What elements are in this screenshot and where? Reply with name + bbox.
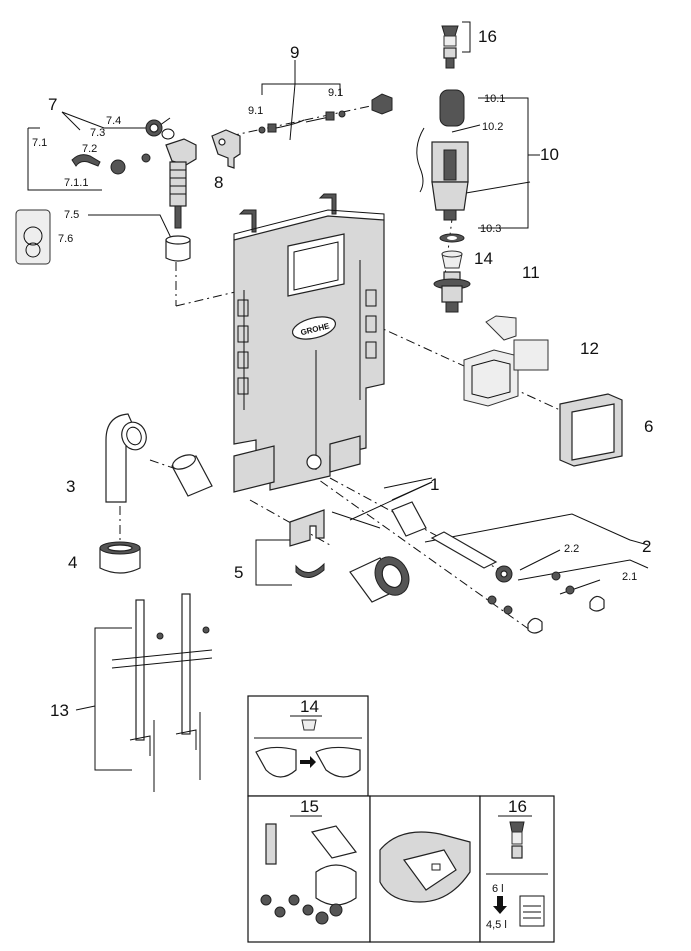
part-9-angle-valve <box>371 93 393 115</box>
label-9: 9 <box>290 43 299 62</box>
label-13: 13 <box>50 701 69 720</box>
label-7-1: 7.1 <box>32 137 47 149</box>
part-11-valve-seat <box>433 271 471 313</box>
label-7-3: 7.3 <box>90 127 105 139</box>
part-16-valve-insert <box>441 25 459 69</box>
label-3: 3 <box>66 477 75 496</box>
label-5: 5 <box>234 563 243 582</box>
label-4: 4 <box>68 553 77 572</box>
label-2: 2 <box>642 537 651 556</box>
part-14-reducer <box>441 250 463 269</box>
label-8: 8 <box>214 173 223 192</box>
label-9-1a: 9.1 <box>248 105 263 117</box>
part-7-valve-stem <box>169 161 187 207</box>
pipe-sleeve <box>171 454 213 497</box>
label-6: 6 <box>644 417 653 436</box>
inset-level-4-5l: 4,5 l <box>486 919 507 931</box>
part-10-flush-valve <box>416 89 469 243</box>
frame-flush-opening <box>287 233 345 297</box>
label-7-5: 7.5 <box>64 209 79 221</box>
label-9-1b: 9.1 <box>328 87 343 99</box>
label-7: 7 <box>48 95 57 114</box>
part-10-2-cable <box>416 127 425 193</box>
inset-wc-after <box>315 746 361 778</box>
part-3-bend <box>105 413 147 503</box>
inset-down-arrow <box>493 896 507 914</box>
part-10-1-float <box>439 89 465 127</box>
label-10-2: 10.2 <box>482 121 503 133</box>
inset-level-6l: 6 l <box>492 883 504 895</box>
inset-label-16: 16 <box>508 797 527 816</box>
inset-cistern-icon <box>519 895 545 927</box>
label-2-2: 2.2 <box>564 543 579 555</box>
inset-label-14: 14 <box>300 697 319 716</box>
label-1: 1 <box>430 475 439 494</box>
label-12: 12 <box>580 339 599 358</box>
part-7-6-spare-pack <box>15 209 51 265</box>
part-13-floor-brackets <box>111 593 213 792</box>
label-7-6: 7.6 <box>58 233 73 245</box>
callout-labels: 7 7.4 7.1 7.3 7.2 7.1.1 7.5 7.6 8 9 9.1 … <box>32 27 653 720</box>
wc-connector-large <box>349 556 410 603</box>
part-7-5-float-cup <box>165 239 191 262</box>
inset-label-15: 15 <box>300 797 319 816</box>
part-7-2-nut <box>110 159 126 175</box>
label-16: 16 <box>478 27 497 46</box>
inset-arrow <box>300 756 316 768</box>
frame-logo-badge <box>291 316 337 340</box>
part-7-valve-body <box>165 138 197 166</box>
part-7-fill-valve-group <box>15 119 197 265</box>
label-7-4: 7.4 <box>106 115 121 127</box>
inset-panel: 14 15 16 6 l 4,5 l <box>247 695 555 943</box>
label-10-3: 10.3 <box>480 223 501 235</box>
part-9-hose <box>258 93 393 134</box>
part-7-1-1-hook <box>71 154 101 167</box>
part-4-connector <box>99 541 141 574</box>
part-2-pipe-set <box>430 531 605 634</box>
part-12-actuator-mount <box>463 315 549 407</box>
label-10: 10 <box>540 145 559 164</box>
part-6-cover-box <box>559 393 623 467</box>
label-14: 14 <box>474 249 493 268</box>
inset-wc-before <box>255 746 297 778</box>
label-7-2: 7.2 <box>82 143 97 155</box>
part-8-connector-bracket <box>211 129 241 169</box>
label-7-1-1: 7.1.1 <box>64 177 88 189</box>
label-2-1: 2.1 <box>622 571 637 583</box>
label-10-1: 10.1 <box>484 93 505 105</box>
label-11: 11 <box>522 263 540 282</box>
part-1-bolts <box>331 477 433 537</box>
installation-frame: GROHE <box>233 193 385 493</box>
part-2-1-cap <box>589 595 605 612</box>
part-5-pipe-clamp <box>289 509 325 578</box>
